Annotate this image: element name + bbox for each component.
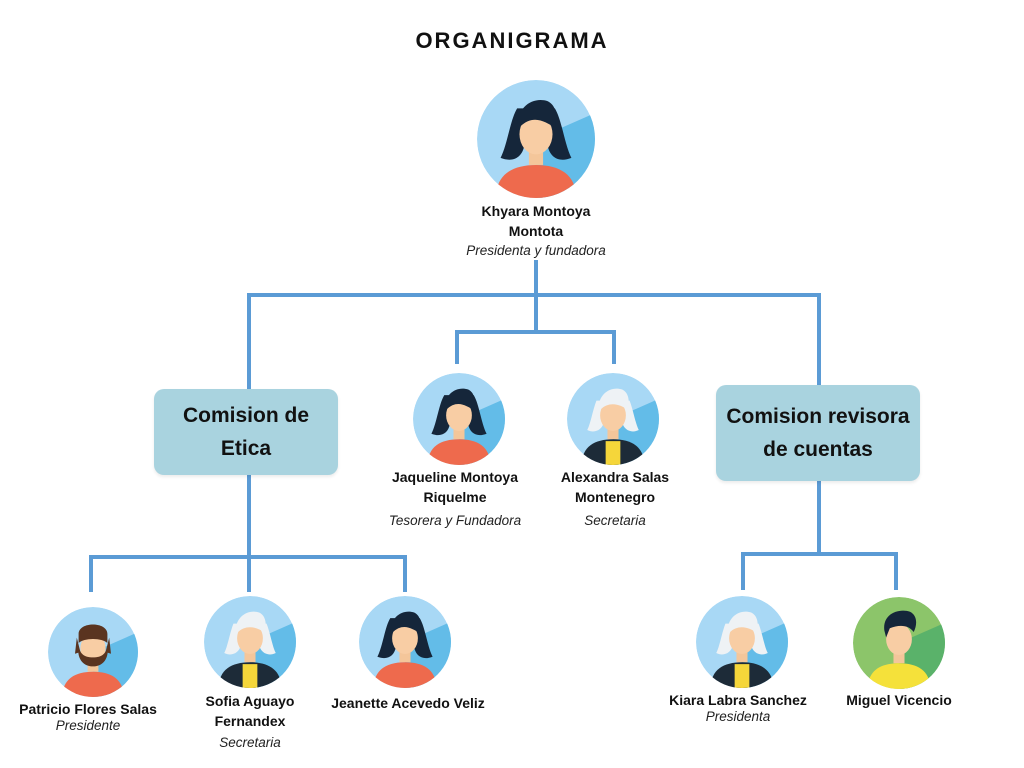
member-role: Presidente [55, 718, 121, 733]
woman-dark-hair-icon [477, 80, 595, 198]
woman-dark-hair-icon [413, 373, 505, 465]
member-name: Sofia Aguayo [205, 693, 295, 709]
avatar-ethics-member [359, 596, 451, 688]
audit-member: Kiara Labra Sanchez Presidenta [658, 690, 818, 727]
member-name: Jeanette Acevedo Veliz [331, 695, 485, 711]
avatar-treasurer [413, 373, 505, 465]
ethics-committee-box: Comision de Etica [154, 389, 338, 475]
root-member: Khyara Montoya Montota Presidenta y fund… [420, 201, 652, 261]
member-name: Fernandex [214, 713, 286, 729]
member-role: Tesorera y Fundadora [388, 513, 522, 528]
man-beard-icon [48, 607, 138, 697]
treasurer-member: Jaqueline Montoya Riquelme Tesorera y Fu… [362, 467, 548, 531]
audit-member: Miguel Vicencio [829, 690, 969, 710]
avatar-audit-member [853, 597, 945, 689]
member-name: Jaqueline Montoya [391, 469, 519, 485]
ethics-member: Patricio Flores Salas Presidente [6, 699, 170, 736]
man-young-icon [853, 597, 945, 689]
woman-white-hair-icon [696, 596, 788, 688]
avatar-root [477, 80, 595, 198]
avatar-audit-president [696, 596, 788, 688]
woman-white-hair-icon [567, 373, 659, 465]
member-name: Montota [508, 223, 564, 239]
member-name: Montenegro [574, 489, 656, 505]
member-name: Riquelme [423, 489, 487, 505]
member-name: Kiara Labra Sanchez [669, 692, 807, 708]
member-role: Presidenta [705, 709, 771, 724]
audit-committee-box: Comision revisora de cuentas [716, 385, 920, 481]
committee-label: de cuentas [763, 438, 873, 461]
ethics-member: Jeanette Acevedo Veliz [318, 693, 498, 713]
woman-white-hair-icon [204, 596, 296, 688]
member-name: Miguel Vicencio [846, 692, 952, 708]
member-role: Presidenta y fundadora [466, 243, 606, 258]
committee-label: Etica [220, 437, 272, 460]
avatar-secretary [567, 373, 659, 465]
member-name: Alexandra Salas [560, 469, 670, 485]
chart-title: ORGANIGRAMA [415, 28, 609, 53]
woman-dark-hair-icon [359, 596, 451, 688]
member-role: Secretaria [584, 513, 646, 528]
ethics-member: Sofia Aguayo Fernandex Secretaria [170, 691, 330, 753]
secretary-member: Alexandra Salas Montenegro Secretaria [530, 467, 700, 531]
member-role: Secretaria [219, 735, 281, 750]
avatar-ethics-secretary [204, 596, 296, 688]
committee-label: Comision revisora [726, 405, 910, 428]
avatar-ethics-president [48, 607, 138, 697]
committee-label: Comision de [182, 404, 309, 427]
member-name: Patricio Flores Salas [19, 701, 157, 717]
member-name: Khyara Montoya [481, 203, 591, 219]
